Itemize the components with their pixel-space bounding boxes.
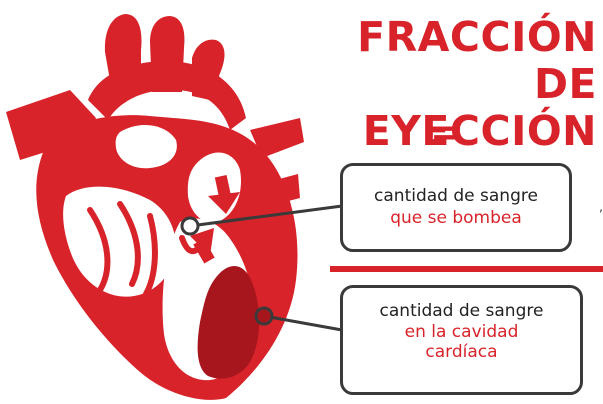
diagram-title: FRACCIÓN DE EYECCIÓN [297,14,597,155]
denominator-box: cantidad de sangre en la cavidad cardíac… [340,285,583,395]
numerator-box: cantidad de sangre que se bombea [340,163,572,252]
arrow-down-icon [208,174,240,214]
arrow-up-icon [190,228,215,264]
title-line-1: FRACCIÓN [357,13,597,61]
equals-sign: = [430,110,462,154]
denominator-line-3: cardíaca [425,342,498,362]
numerator-line-1: cantidad de sangre [374,186,538,206]
denominator-line-1: cantidad de sangre [379,301,544,321]
connector-top [180,204,343,236]
numerator-line-2: que se bombea [390,208,522,228]
denominator-line-2: en la cavidad [404,322,519,342]
fraction-bar [330,266,603,272]
stray-mark: ‚ [599,200,603,214]
blood-volume [197,265,260,379]
title-line-2: DE EYECCIÓN [362,60,597,155]
connector-bottom [254,306,343,332]
